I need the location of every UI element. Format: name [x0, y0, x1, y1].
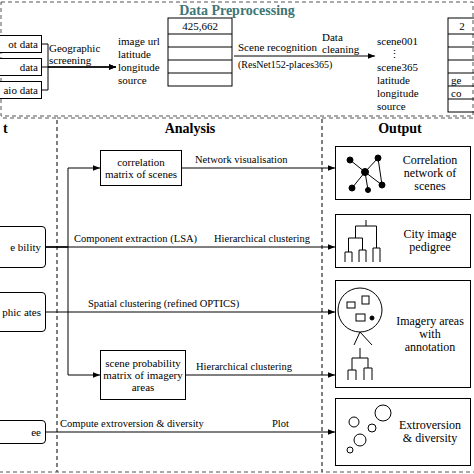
step-label: Hierarchical clustering	[214, 233, 310, 246]
table-text: longitude	[118, 61, 160, 73]
table-grid	[448, 18, 474, 112]
source-box: aio data	[0, 81, 42, 99]
network-icon	[349, 185, 355, 191]
data-table: 2 scene001⋮scene365latitudelongitudesourc…	[375, 16, 474, 114]
icon-line	[448, 34, 474, 35]
input-box: phic ates	[0, 292, 46, 332]
node-text: phic ates	[2, 306, 41, 318]
edge-label: Network visualisation	[195, 154, 287, 166]
section-title: Data Preprocessing	[0, 3, 474, 19]
connector-arrow	[46, 247, 100, 375]
source-box: data	[0, 58, 42, 76]
output-box: Imagery areas with annotation	[335, 280, 471, 388]
node-text: ee	[31, 426, 41, 438]
table-text: source	[377, 100, 406, 112]
node-text: aio data	[3, 84, 38, 96]
icon-line	[168, 47, 232, 48]
icon-line	[354, 332, 360, 345]
scatter-icon	[354, 434, 366, 446]
table-text: image url	[118, 35, 160, 47]
section-title: Analysis	[150, 121, 230, 137]
node-text: Imagery areas with annotation	[394, 315, 466, 354]
table-text: 425,662	[168, 20, 232, 32]
section-title: t	[3, 121, 8, 137]
connector-arrow	[46, 432, 335, 433]
table-text: ge	[451, 74, 461, 86]
network-icon	[366, 188, 371, 193]
node-text: data	[20, 61, 38, 73]
node-text: e bility	[10, 241, 41, 253]
section-title: Output	[360, 121, 440, 137]
edge-label: Compute extroversion & diversity	[60, 418, 204, 430]
matrix-box: correlation matrix of scenes	[100, 150, 182, 186]
edge-label: Component extraction (LSA)	[74, 233, 197, 245]
scatter-icon	[368, 424, 376, 432]
table-text: ⋮	[389, 48, 400, 60]
icon-line	[168, 60, 232, 61]
icon-line	[360, 332, 372, 345]
map-icon	[347, 302, 355, 308]
table-text: latitude	[377, 74, 410, 86]
map-icon	[370, 316, 374, 320]
step-label: (ResNet152-places365)	[238, 59, 332, 71]
map-icon	[338, 288, 382, 332]
connector-arrow	[234, 56, 375, 57]
table-text: co	[451, 87, 461, 99]
network-icon	[375, 155, 381, 161]
table-text: source	[118, 74, 147, 86]
section-frame	[57, 118, 322, 472]
network-icon	[379, 182, 385, 188]
input-box: ee	[0, 420, 46, 444]
icon-line	[378, 158, 382, 185]
matrix-box: scene probability matrix of imagery area…	[100, 350, 186, 400]
section-frame	[1, 2, 473, 116]
connector-arrow	[42, 67, 116, 90]
connector-arrow	[42, 67, 116, 68]
output-box: City image pedigree	[335, 214, 471, 268]
source-box: ot data	[0, 35, 42, 53]
output-box: Correlation network of scenes	[335, 146, 471, 200]
table-text: 2	[449, 20, 474, 32]
scatter-icon	[349, 417, 359, 427]
node-text: Correlation network of scenes	[394, 154, 466, 193]
node-text: ot data	[8, 38, 38, 50]
icon-line	[448, 60, 474, 61]
data-table: 425,662 image urllatitudelongitudesource	[116, 16, 234, 92]
edge-label: Hierarchical clustering	[196, 361, 292, 373]
step-label: Data cleaning	[322, 31, 368, 55]
connector-arrow	[186, 375, 335, 376]
map-icon	[356, 314, 365, 321]
table-text: longitude	[377, 87, 419, 99]
connector-arrow	[46, 312, 335, 313]
step-label: Geographic screening	[49, 42, 103, 66]
icon-line	[168, 34, 232, 35]
dendrogram-icon	[345, 220, 380, 262]
step-label: Scene recognition	[238, 41, 317, 53]
table-text: scene365	[377, 61, 418, 73]
icon-line	[448, 47, 474, 48]
connector-arrow	[182, 168, 335, 169]
table-text: scene001	[377, 35, 418, 47]
step-label: Plot	[272, 418, 289, 431]
icon-line	[168, 73, 232, 74]
map-icon	[362, 296, 369, 304]
section-frame	[322, 118, 474, 472]
node-text: City image pedigree	[394, 228, 466, 254]
table-text: latitude	[118, 48, 151, 60]
network-icon	[347, 157, 353, 163]
scatter-icon	[347, 447, 353, 453]
icon-line	[448, 73, 474, 74]
input-box: e bility	[0, 226, 46, 268]
node-text: scene probability matrix of imagery area…	[103, 357, 183, 393]
connector-arrow	[46, 247, 335, 248]
scatter-icon	[375, 405, 391, 421]
output-box: Extroversion & diversity	[335, 398, 471, 466]
dendrogram-icon	[348, 348, 372, 380]
edge-label: Spatial clustering (refined OPTICS)	[88, 298, 239, 310]
network-icon	[362, 169, 369, 176]
table-grid	[168, 18, 232, 86]
node-text: Extroversion & diversity	[394, 419, 466, 445]
node-text: correlation matrix of scenes	[103, 156, 179, 180]
